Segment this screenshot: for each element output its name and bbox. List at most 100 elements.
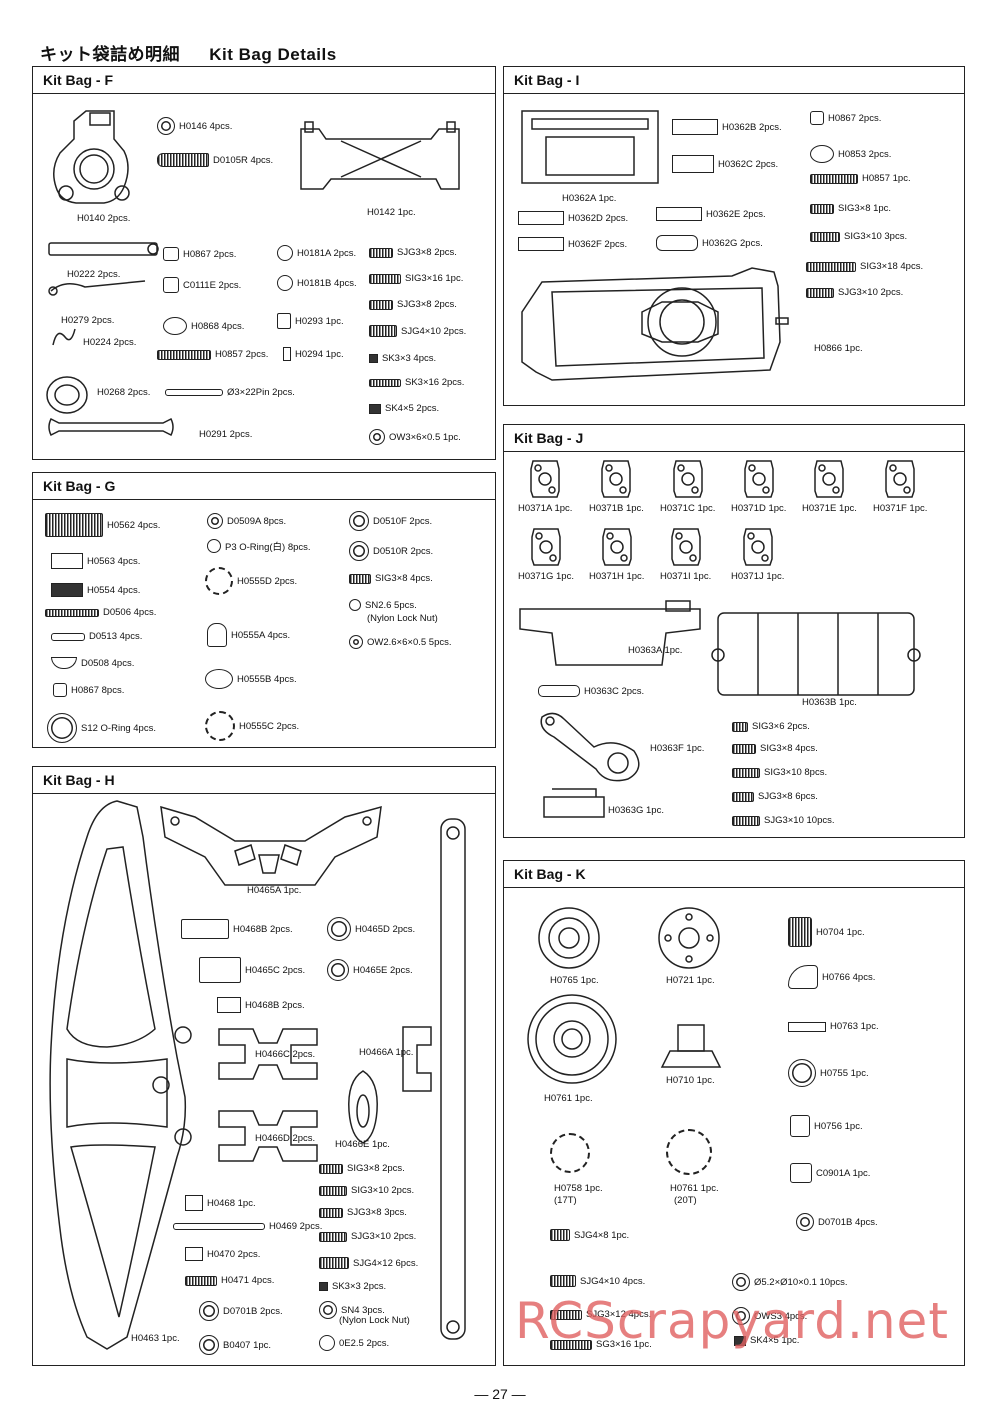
- link-plate-icon: [538, 685, 580, 697]
- bump-stop-icon: [51, 657, 77, 669]
- bearing-icon: [199, 1335, 219, 1355]
- part-d0513: D0513 4pcs.: [51, 631, 142, 642]
- part-h0761: H0761 1pc.: [544, 1093, 593, 1104]
- page-title-en: Kit Bag Details: [209, 45, 337, 64]
- part-h0761-gear: [666, 1129, 712, 1175]
- page-number: — 27 —: [474, 1386, 526, 1402]
- part-h0362c: H0362C 2pcs.: [672, 155, 778, 173]
- part-h0466a: H0466A 1pc.: [359, 1047, 414, 1058]
- bell-icon: [790, 1163, 812, 1183]
- spring-cup-icon: [205, 567, 233, 595]
- part-h0763: H0763 1pc.: [788, 1021, 879, 1032]
- collar-icon: [327, 959, 349, 981]
- set-screw-icon: [734, 1335, 746, 1346]
- part-h0362d: H0362D 2pcs.: [518, 211, 628, 225]
- screw-icon: [810, 231, 840, 242]
- pin-icon: [277, 313, 291, 329]
- part-shim: Ø5.2×Ø10×0.1 10pcs.: [732, 1273, 847, 1291]
- part-h0758-teeth: (17T): [554, 1195, 577, 1206]
- part-h0462-drawing: [440, 818, 466, 1340]
- bracket-icon: [672, 155, 714, 173]
- bushing-icon: [163, 277, 179, 293]
- part-h0758: H0758 1pc.: [554, 1183, 603, 1194]
- nut-icon: [349, 599, 361, 611]
- part-sjg3x8-b: SJG3×8 2pcs.: [369, 299, 457, 310]
- part-h0363g: H0363G 1pc.: [608, 805, 664, 816]
- washer-icon: [277, 275, 293, 291]
- plate-icon: [656, 207, 702, 221]
- part-h0363f: H0363F 1pc.: [650, 743, 705, 754]
- pivot-plate-icon: [743, 460, 774, 498]
- part-h0765: H0765 1pc.: [550, 975, 599, 986]
- part-h0463: H0463 1pc.: [131, 1333, 180, 1344]
- part-h0555a: H0555A 4pcs.: [207, 623, 290, 647]
- part-h0279: H0279 2pcs.: [61, 315, 115, 326]
- part-sk3x3: SK3×3 2pcs.: [319, 1281, 386, 1292]
- part-h0710: H0710 1pc.: [666, 1075, 715, 1086]
- part-h0466e: H0466E 1pc.: [335, 1139, 390, 1150]
- part-h0268-drawing: [46, 376, 88, 414]
- part-c0901a: C0901A 1pc.: [790, 1163, 870, 1183]
- part-h0371-6: H0371F 1pc.: [873, 457, 927, 514]
- screw-icon: [319, 1231, 347, 1242]
- kit-bag-f: Kit Bag - F H0146 4pcs. D0105R 4pcs. H01…: [32, 66, 496, 460]
- part-sig3x8: SIG3×8 1pc.: [810, 203, 891, 214]
- part-c0111e: C0111E 2pcs.: [163, 277, 241, 293]
- part-h0363a: H0363A 1pc.: [628, 645, 683, 656]
- part-h0146: H0146 4pcs.: [157, 117, 232, 135]
- part-h0142-drawing: [300, 121, 460, 190]
- part-sig3x8: SIG3×8 4pcs.: [732, 743, 818, 754]
- part-h0554: H0554 4pcs.: [51, 583, 140, 597]
- screw-icon: [732, 743, 756, 754]
- gear-icon: [666, 1129, 712, 1175]
- pin-icon: [165, 389, 223, 396]
- part-label: H0371H 1pc.: [589, 571, 645, 582]
- part-h0140-drawing: [53, 110, 130, 204]
- part-h0761b-teeth: (20T): [674, 1195, 697, 1206]
- part-h0853: H0853 2pcs.: [810, 145, 891, 163]
- part-h0362a-drawing: [521, 110, 659, 184]
- part-ow3x6x05: OW3×6×0.5 1pc.: [369, 429, 461, 445]
- part-h0710-drawing: [660, 1024, 722, 1068]
- screw-icon: [550, 1339, 592, 1350]
- screw-icon: [319, 1185, 347, 1196]
- screw-icon: [369, 247, 393, 258]
- part-h0362f: H0362F 2pcs.: [518, 237, 627, 251]
- part-h0224-drawing: [52, 328, 76, 346]
- part-h0468: H0468 1pc.: [185, 1195, 256, 1211]
- part-h0471: H0471 4pcs.: [185, 1275, 274, 1286]
- part-h0563: H0563 4pcs.: [51, 553, 140, 569]
- turnbuckle-icon: [810, 173, 858, 184]
- part-h0371-1: H0371A 1pc.: [518, 457, 572, 514]
- part-h0765-drawing: [538, 907, 600, 969]
- plate-icon: [656, 235, 698, 251]
- screw-icon: [732, 721, 748, 732]
- ball-cup-icon: [163, 317, 187, 335]
- part-sig3x6: SIG3×6 2pcs.: [732, 721, 810, 732]
- part-d0506: D0506 4pcs.: [45, 607, 156, 618]
- part-h0140: H0140 2pcs.: [77, 213, 131, 224]
- kit-bag-j-title: Kit Bag - J: [504, 425, 964, 452]
- screw-icon: [732, 767, 760, 778]
- part-h0371-10: H0371J 1pc.: [731, 525, 784, 582]
- part-h0363b-drawing: [711, 612, 921, 696]
- piston-icon: [349, 541, 369, 561]
- part-h0363g-drawing: [543, 788, 605, 818]
- part-h0761b: H0761 1pc.: [670, 1183, 719, 1194]
- part-h0868: H0868 4pcs.: [163, 317, 244, 335]
- o-ring-icon: [47, 713, 77, 743]
- part-sig3x10: SIG3×10 2pcs.: [319, 1185, 414, 1196]
- part-h0371-5: H0371E 1pc.: [802, 457, 857, 514]
- kit-bag-k-title: Kit Bag - K: [504, 861, 964, 888]
- part-h0755: H0755 1pc.: [788, 1059, 869, 1087]
- part-sk4x5: SK4×5 2pcs.: [369, 403, 439, 414]
- collar-icon: [790, 1115, 810, 1137]
- plate-icon: [672, 119, 718, 135]
- part-h0857: H0857 1pc.: [810, 173, 911, 184]
- kit-bag-h-title: Kit Bag - H: [33, 767, 495, 794]
- part-p3-o-ring: P3 O-Ring(白) 8pcs.: [207, 539, 311, 553]
- shock-end-icon: [207, 623, 227, 647]
- part-sjg3x10: SJG3×10 2pcs.: [319, 1231, 416, 1242]
- part-h0466a-drawing: [402, 1026, 432, 1092]
- part-sn26-note: (Nylon Lock Nut): [367, 613, 438, 624]
